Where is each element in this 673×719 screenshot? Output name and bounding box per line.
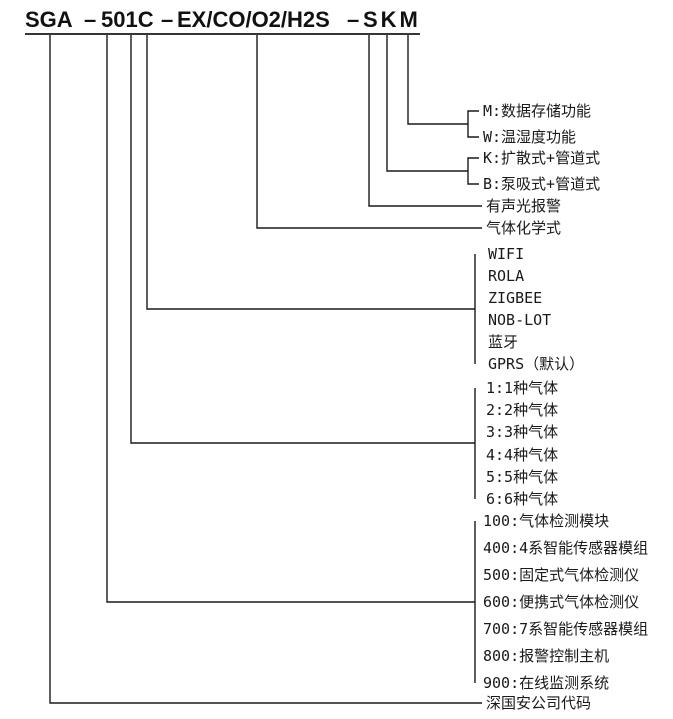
legend-gas-count-3: 3:3种气体 xyxy=(486,423,559,441)
title-dash-3: – xyxy=(347,7,360,32)
legend-company-code: 深国安公司代码 xyxy=(486,694,592,712)
connector-sampling xyxy=(386,35,468,172)
model-series-code: 501C xyxy=(101,7,154,32)
connector-product-series xyxy=(106,35,475,603)
legend-wireless-bluetooth: 蓝牙 xyxy=(488,333,519,351)
legend-series-400: 400:4系智能传感器模组 xyxy=(483,539,649,557)
legend-gas-count-2: 2:2种气体 xyxy=(486,401,559,419)
connector-storage xyxy=(407,35,468,125)
bracket-sampling xyxy=(467,157,479,185)
legend-series-100: 100:气体检测模块 xyxy=(483,512,610,530)
legend-wireless-gprs: GPRS（默认） xyxy=(488,355,585,373)
connector-gas-chemical xyxy=(256,35,482,229)
model-suffix-code: SKM xyxy=(363,7,421,32)
legend-pump-duct: B:泵吸式+管道式 xyxy=(483,175,601,193)
legend-gas-count-6: 6:6种气体 xyxy=(486,490,559,508)
legend-temp-humidity: W:温湿度功能 xyxy=(483,128,577,146)
title-dash-1: – xyxy=(84,7,97,32)
legend-diffusion-duct: K:扩散式+管道式 xyxy=(483,149,601,167)
bracket-storage-temp xyxy=(467,110,479,138)
connector-gas-count xyxy=(130,35,475,444)
legend-wireless-zigbee: ZIGBEE xyxy=(488,289,543,307)
legend-series-600: 600:便携式气体检测仪 xyxy=(483,593,640,611)
legend-gas-chemical-formula: 气体化学式 xyxy=(486,219,562,237)
legend-data-storage: M:数据存储功能 xyxy=(483,102,592,120)
legend-gas-count-1: 1:1种气体 xyxy=(486,379,559,397)
legend-series-900: 900:在线监测系统 xyxy=(483,674,610,692)
model-company-code: SGA xyxy=(25,7,73,32)
connector-alarm xyxy=(368,35,482,207)
legend-audible-visual-alarm: 有声光报警 xyxy=(486,197,562,215)
legend-wireless-wifi: WIFI xyxy=(488,245,525,263)
legend-series-800: 800:报警控制主机 xyxy=(483,647,610,665)
legend-series-500: 500:固定式气体检测仪 xyxy=(483,566,640,584)
legend-gas-count-5: 5:5种气体 xyxy=(486,468,559,486)
legend-series-700: 700:7系智能传感器模组 xyxy=(483,620,649,638)
legend-wireless-rola: ROLA xyxy=(488,267,525,285)
connector-company-code xyxy=(49,35,482,704)
model-gas-formula: EX/CO/O2/H2S xyxy=(177,7,330,32)
legend-gas-count-4: 4:4种气体 xyxy=(486,446,559,464)
legend-wireless-nob-lot: NOB-LOT xyxy=(488,311,552,329)
connector-wireless xyxy=(146,35,475,310)
title-dash-2: – xyxy=(161,7,174,32)
